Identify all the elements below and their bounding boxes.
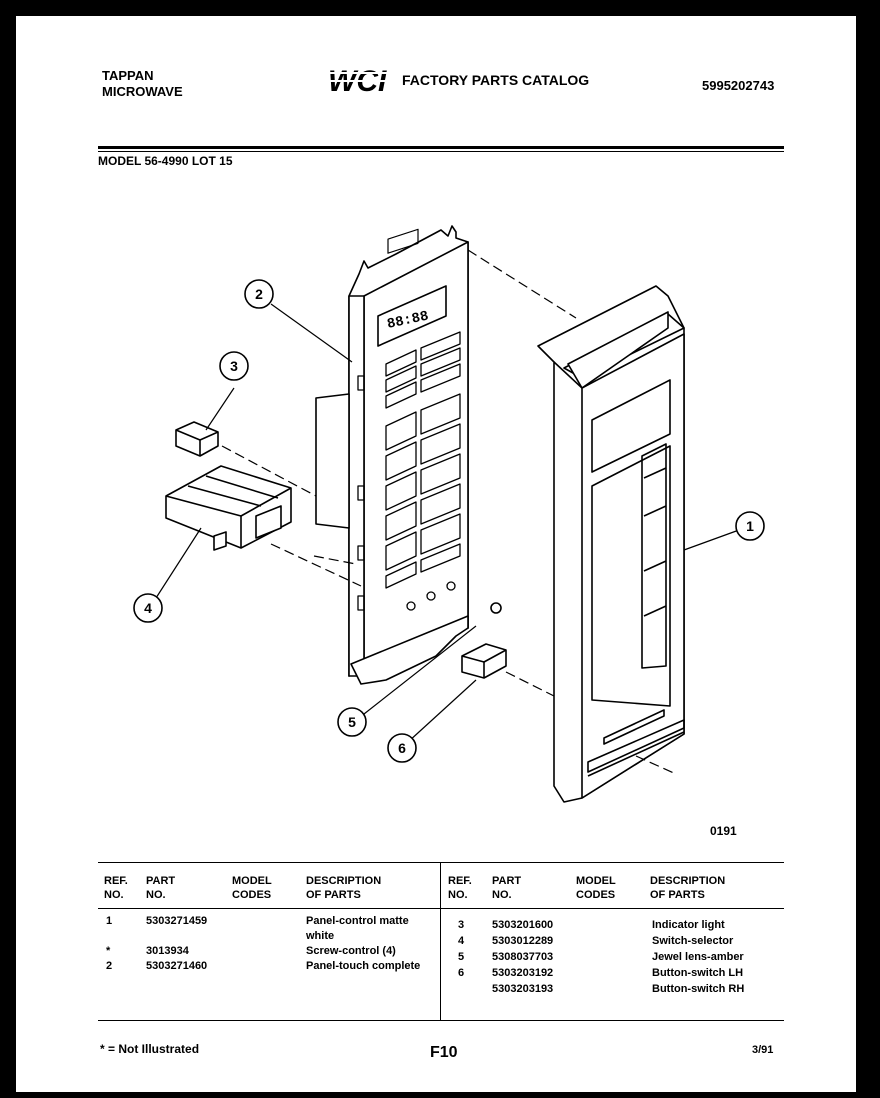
catalog-title: FACTORY PARTS CATALOG (402, 72, 590, 88)
indicator-light-part (175, 421, 219, 457)
header-rule-thin (98, 151, 784, 152)
exploded-parts-drawing: 88:88 (133, 225, 765, 803)
wci-logo: WCI (326, 65, 394, 96)
table-bottom-rule (98, 1020, 784, 1021)
button-grid (357, 331, 461, 611)
header-ref-left: REF.NO. (104, 875, 128, 901)
callout-5: 5 (337, 707, 367, 737)
footer-note: * = Not Illustrated (100, 1042, 200, 1056)
callout-1: 1 (735, 511, 765, 541)
header-rule (98, 146, 784, 149)
svg-text:4: 4 (144, 600, 152, 616)
callout-4: 4 (133, 593, 163, 623)
svg-text:5: 5 (348, 714, 356, 730)
footer-date: 3/91 (752, 1044, 774, 1056)
brand-block: TAPPAN MICROWAVE (102, 68, 183, 100)
drawing-code: 0191 (710, 824, 737, 838)
catalog-page: TAPPAN MICROWAVE WCI FACTORY PARTS CATAL… (16, 16, 856, 1092)
button-switch-part (461, 643, 507, 679)
model-line: MODEL 56-4990 LOT 15 (98, 154, 233, 168)
jewel-lens-part (490, 602, 502, 614)
header-ref-right: REF.NO. (448, 875, 472, 901)
assembly-lines (221, 249, 677, 775)
control-panel-part: 88:88 (315, 225, 469, 685)
table-top-rule (98, 862, 784, 863)
door-panel-part (537, 285, 685, 803)
brand-line-1: TAPPAN (102, 68, 154, 83)
callout-3: 3 (219, 351, 249, 381)
svg-text:2: 2 (255, 286, 263, 302)
page-number: F10 (430, 1044, 458, 1061)
catalog-header: WCI FACTORY PARTS CATALOG (326, 64, 589, 96)
svg-text:3: 3 (230, 358, 238, 374)
brand-line-2: MICROWAVE (102, 84, 183, 99)
svg-text:6: 6 (398, 740, 406, 756)
leader-lines (155, 303, 751, 743)
catalog-number: 5995202743 (702, 78, 775, 93)
callout-6: 6 (387, 733, 417, 763)
callout-2: 2 (244, 279, 274, 309)
table-divider (440, 862, 441, 1020)
svg-text:1: 1 (746, 518, 754, 534)
table-header-rule (98, 908, 784, 909)
switch-selector-part (165, 465, 292, 551)
